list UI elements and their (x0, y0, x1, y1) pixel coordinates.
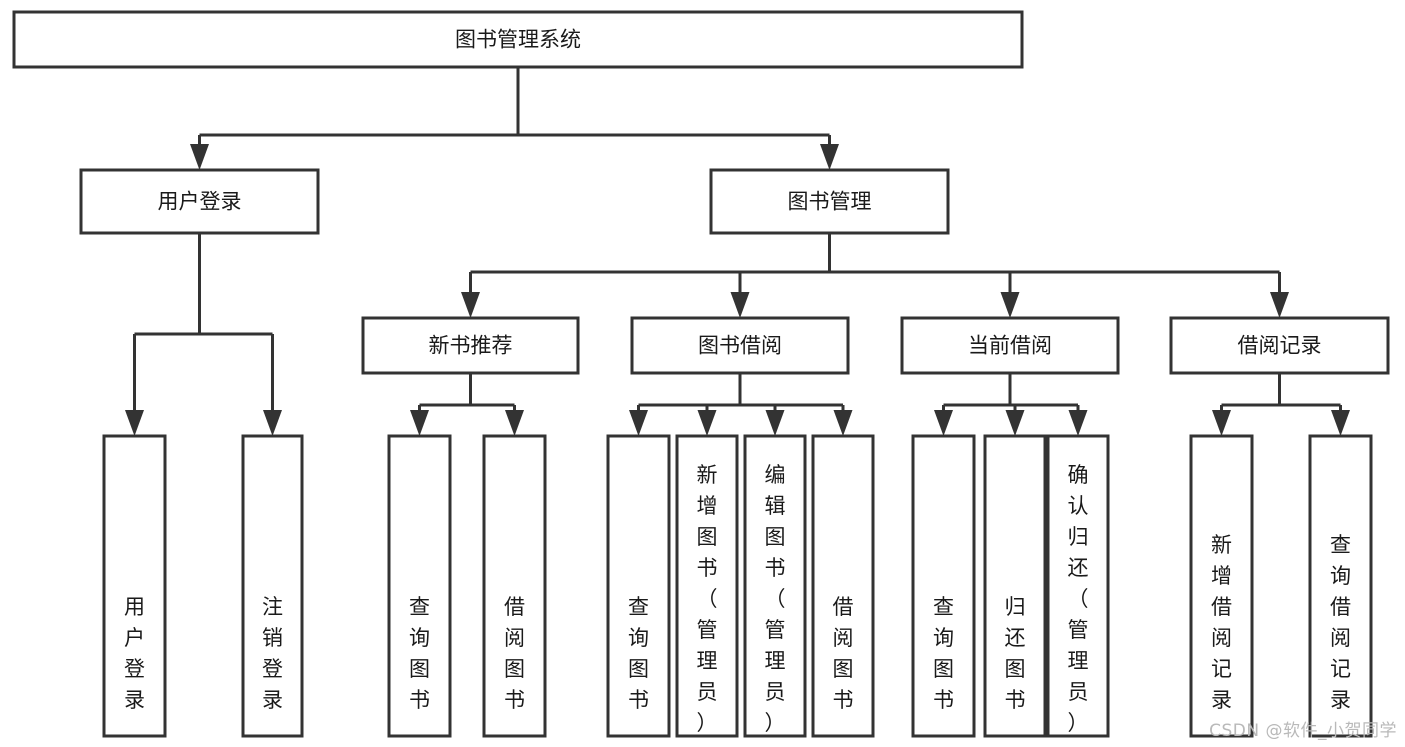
node-label: 用户登录 (158, 190, 242, 214)
node-leaf-current-confirm[interactable]: 确认归还（管理员） (1046, 434, 1110, 738)
node-label: 图书管理系统 (455, 28, 581, 52)
node-box (983, 434, 1047, 738)
arrow-head-icon (505, 410, 524, 436)
node-label: 借阅记录 (1238, 334, 1322, 358)
node-box (911, 434, 976, 738)
node-box (811, 434, 875, 738)
arrow-head-icon (461, 292, 480, 318)
node-box (630, 316, 850, 375)
node-box (12, 10, 1024, 69)
node-box (1169, 316, 1390, 375)
node-leaf-records-add[interactable]: 新增借阅记录 (1189, 434, 1254, 738)
node-label: 新书推荐 (429, 334, 513, 358)
connector-layer (125, 67, 1350, 436)
node-label: 当前借阅 (968, 334, 1052, 358)
node-label: 注销登录 (262, 595, 283, 712)
node-leaf-borrow-lend[interactable]: 借阅图书 (811, 434, 875, 738)
node-label: 查询图书 (933, 595, 954, 712)
node-leaf-newbook-query[interactable]: 查询图书 (387, 434, 452, 738)
arrow-head-icon (1068, 410, 1088, 436)
node-bookmgmt[interactable]: 图书管理 (709, 168, 950, 235)
node-leaf-borrow-query[interactable]: 查询图书 (606, 434, 671, 738)
node-newbook[interactable]: 新书推荐 (361, 316, 580, 375)
arrow-head-icon (190, 144, 209, 170)
node-label: 用户登录 (124, 595, 145, 712)
node-label: 图书管理 (788, 190, 872, 214)
node-box (709, 168, 950, 235)
watermark-label: CSDN @软件_小贺同学 (1209, 721, 1397, 741)
node-label: 借阅图书 (504, 595, 525, 712)
arrow-head-icon (1000, 292, 1020, 318)
node-leaf-user-login[interactable]: 用户登录 (102, 434, 167, 738)
arrow-head-icon (934, 410, 953, 436)
node-box (900, 316, 1120, 375)
node-label: 编辑图书（管理员） (765, 463, 786, 735)
arrow-head-icon (1270, 292, 1289, 318)
node-box (743, 434, 807, 738)
arrow-head-icon (697, 410, 717, 436)
node-label: 查询借阅记录 (1330, 533, 1351, 712)
node-label: 图书借阅 (698, 334, 782, 358)
node-leaf-records-query[interactable]: 查询借阅记录 (1308, 434, 1373, 738)
node-box (387, 434, 452, 738)
node-box (79, 168, 320, 235)
node-label: 归还图书 (1005, 595, 1026, 712)
node-label: 查询图书 (409, 595, 430, 712)
node-layer: 图书管理系统用户登录图书管理新书推荐图书借阅当前借阅借阅记录用户登录注销登录查询… (12, 10, 1390, 738)
arrow-head-icon (629, 410, 648, 436)
node-box (102, 434, 167, 738)
node-login[interactable]: 用户登录 (79, 168, 320, 235)
node-records[interactable]: 借阅记录 (1169, 316, 1390, 375)
arrow-head-icon (1212, 410, 1231, 436)
arrow-head-icon (820, 144, 839, 170)
node-borrow[interactable]: 图书借阅 (630, 316, 850, 375)
node-box (241, 434, 304, 738)
arrow-head-icon (833, 410, 853, 436)
arrow-head-icon (125, 410, 144, 436)
arrow-head-icon (1005, 410, 1025, 436)
node-box (482, 434, 547, 738)
node-label: 确认归还（管理员） (1068, 463, 1089, 735)
arrow-head-icon (765, 410, 785, 436)
arrow-head-icon (410, 410, 429, 436)
node-label: 借阅图书 (833, 595, 854, 712)
node-leaf-borrow-add[interactable]: 新增图书（管理员） (675, 434, 739, 738)
node-box (361, 316, 580, 375)
node-root[interactable]: 图书管理系统 (12, 10, 1024, 69)
node-current[interactable]: 当前借阅 (900, 316, 1120, 375)
node-label: 新增借阅记录 (1211, 533, 1232, 712)
arrow-head-icon (730, 292, 750, 318)
node-box (1046, 434, 1110, 738)
node-box (1308, 434, 1373, 738)
node-leaf-newbook-borrow[interactable]: 借阅图书 (482, 434, 547, 738)
arrow-head-icon (263, 410, 282, 436)
node-box (675, 434, 739, 738)
node-box (1189, 434, 1254, 738)
node-box (606, 434, 671, 738)
node-leaf-borrow-edit[interactable]: 编辑图书（管理员） (743, 434, 807, 738)
node-label: 查询图书 (628, 595, 649, 712)
node-label: 新增图书（管理员） (697, 463, 718, 735)
node-leaf-user-logout[interactable]: 注销登录 (241, 434, 304, 738)
node-leaf-current-query[interactable]: 查询图书 (911, 434, 976, 738)
arrow-head-icon (1331, 410, 1350, 436)
node-leaf-current-return[interactable]: 归还图书 (983, 434, 1047, 738)
